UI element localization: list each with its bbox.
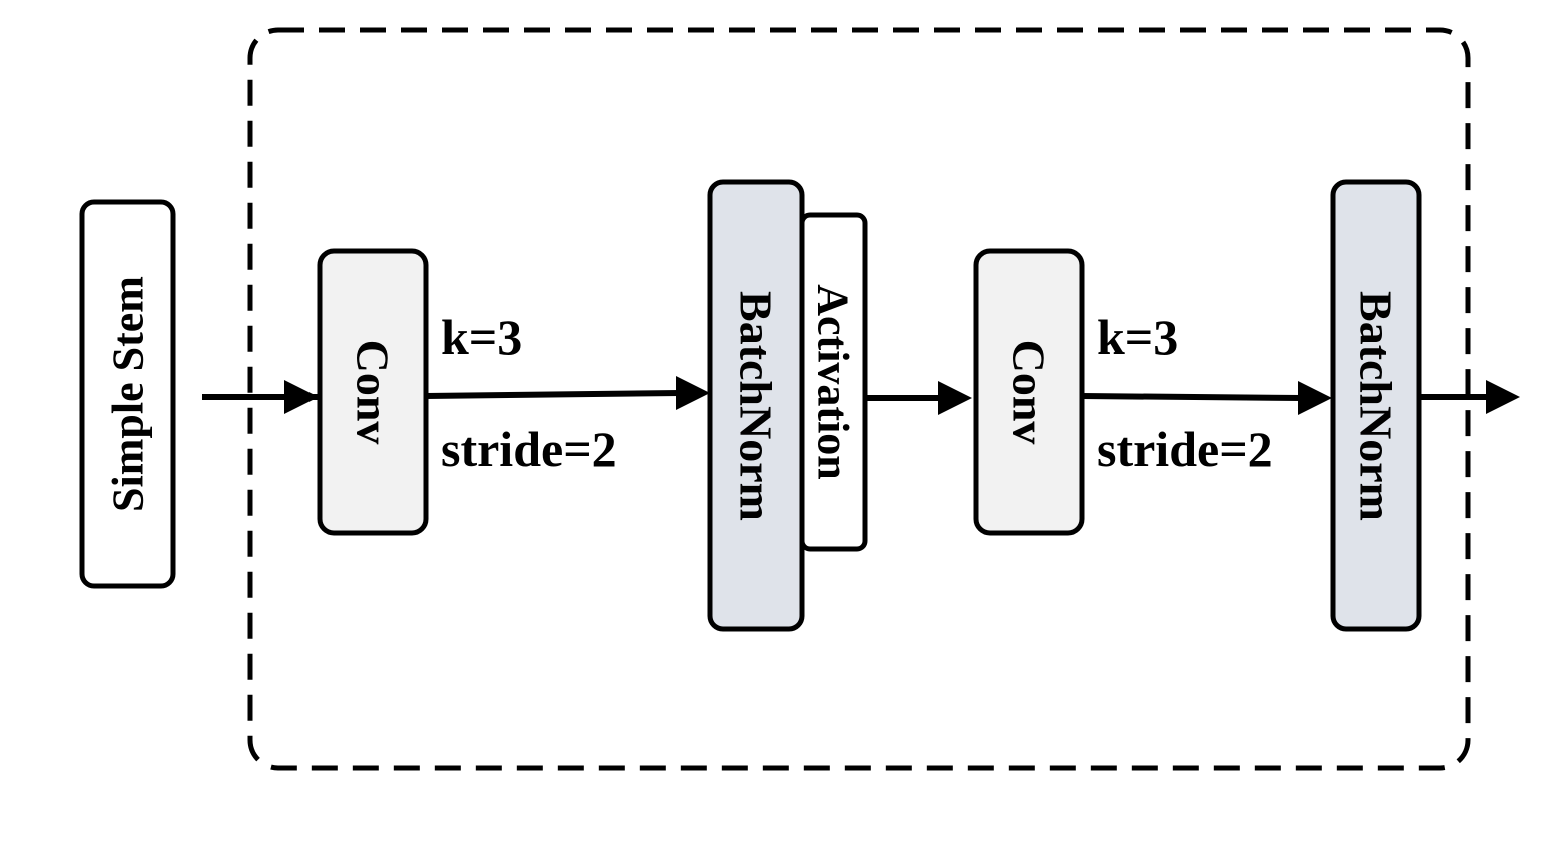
batchnorm1-label: BatchNorm bbox=[731, 291, 782, 521]
batchnorm2-box bbox=[1330, 179, 1422, 632]
conv2-kernel-label: k=3 bbox=[1097, 309, 1178, 365]
arrowhead-conv1 bbox=[284, 380, 318, 414]
arrow-conv2-to-batchnorm2 bbox=[1081, 393, 1303, 401]
arrowhead-batchnorm2 bbox=[1298, 381, 1332, 415]
simple-stem-label: Simple Stem bbox=[104, 276, 153, 512]
conv1-stride-label: stride=2 bbox=[441, 421, 617, 477]
conv1-label: Conv bbox=[348, 340, 399, 445]
conv2-label: Conv bbox=[1004, 340, 1055, 445]
arrowhead-output bbox=[1486, 380, 1520, 414]
conv1-kernel-label: k=3 bbox=[441, 309, 522, 365]
batchnorm1-box bbox=[707, 179, 805, 632]
arrow-conv1-to-batchnorm1 bbox=[425, 390, 681, 399]
simple-stem-box bbox=[79, 199, 176, 589]
conv2-box bbox=[973, 248, 1085, 536]
conv1-box bbox=[317, 248, 429, 536]
arrowhead-batchnorm1 bbox=[676, 376, 710, 410]
conv2-stride-label: stride=2 bbox=[1097, 421, 1273, 477]
arrowhead-conv2 bbox=[938, 381, 972, 415]
activation1-label: Activation bbox=[809, 284, 858, 480]
batchnorm2-label: BatchNorm bbox=[1351, 291, 1402, 521]
stem-dashed-container bbox=[247, 27, 1471, 771]
